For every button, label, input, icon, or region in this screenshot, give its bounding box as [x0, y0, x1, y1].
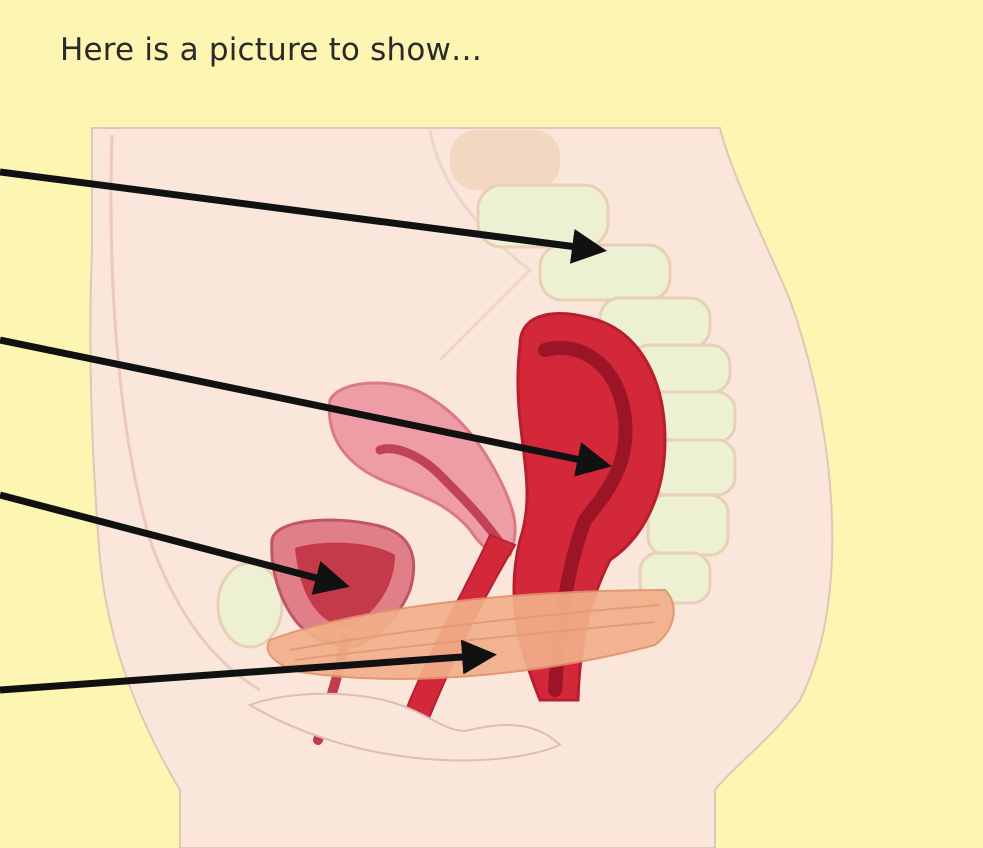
pubic-bone: [218, 563, 282, 647]
